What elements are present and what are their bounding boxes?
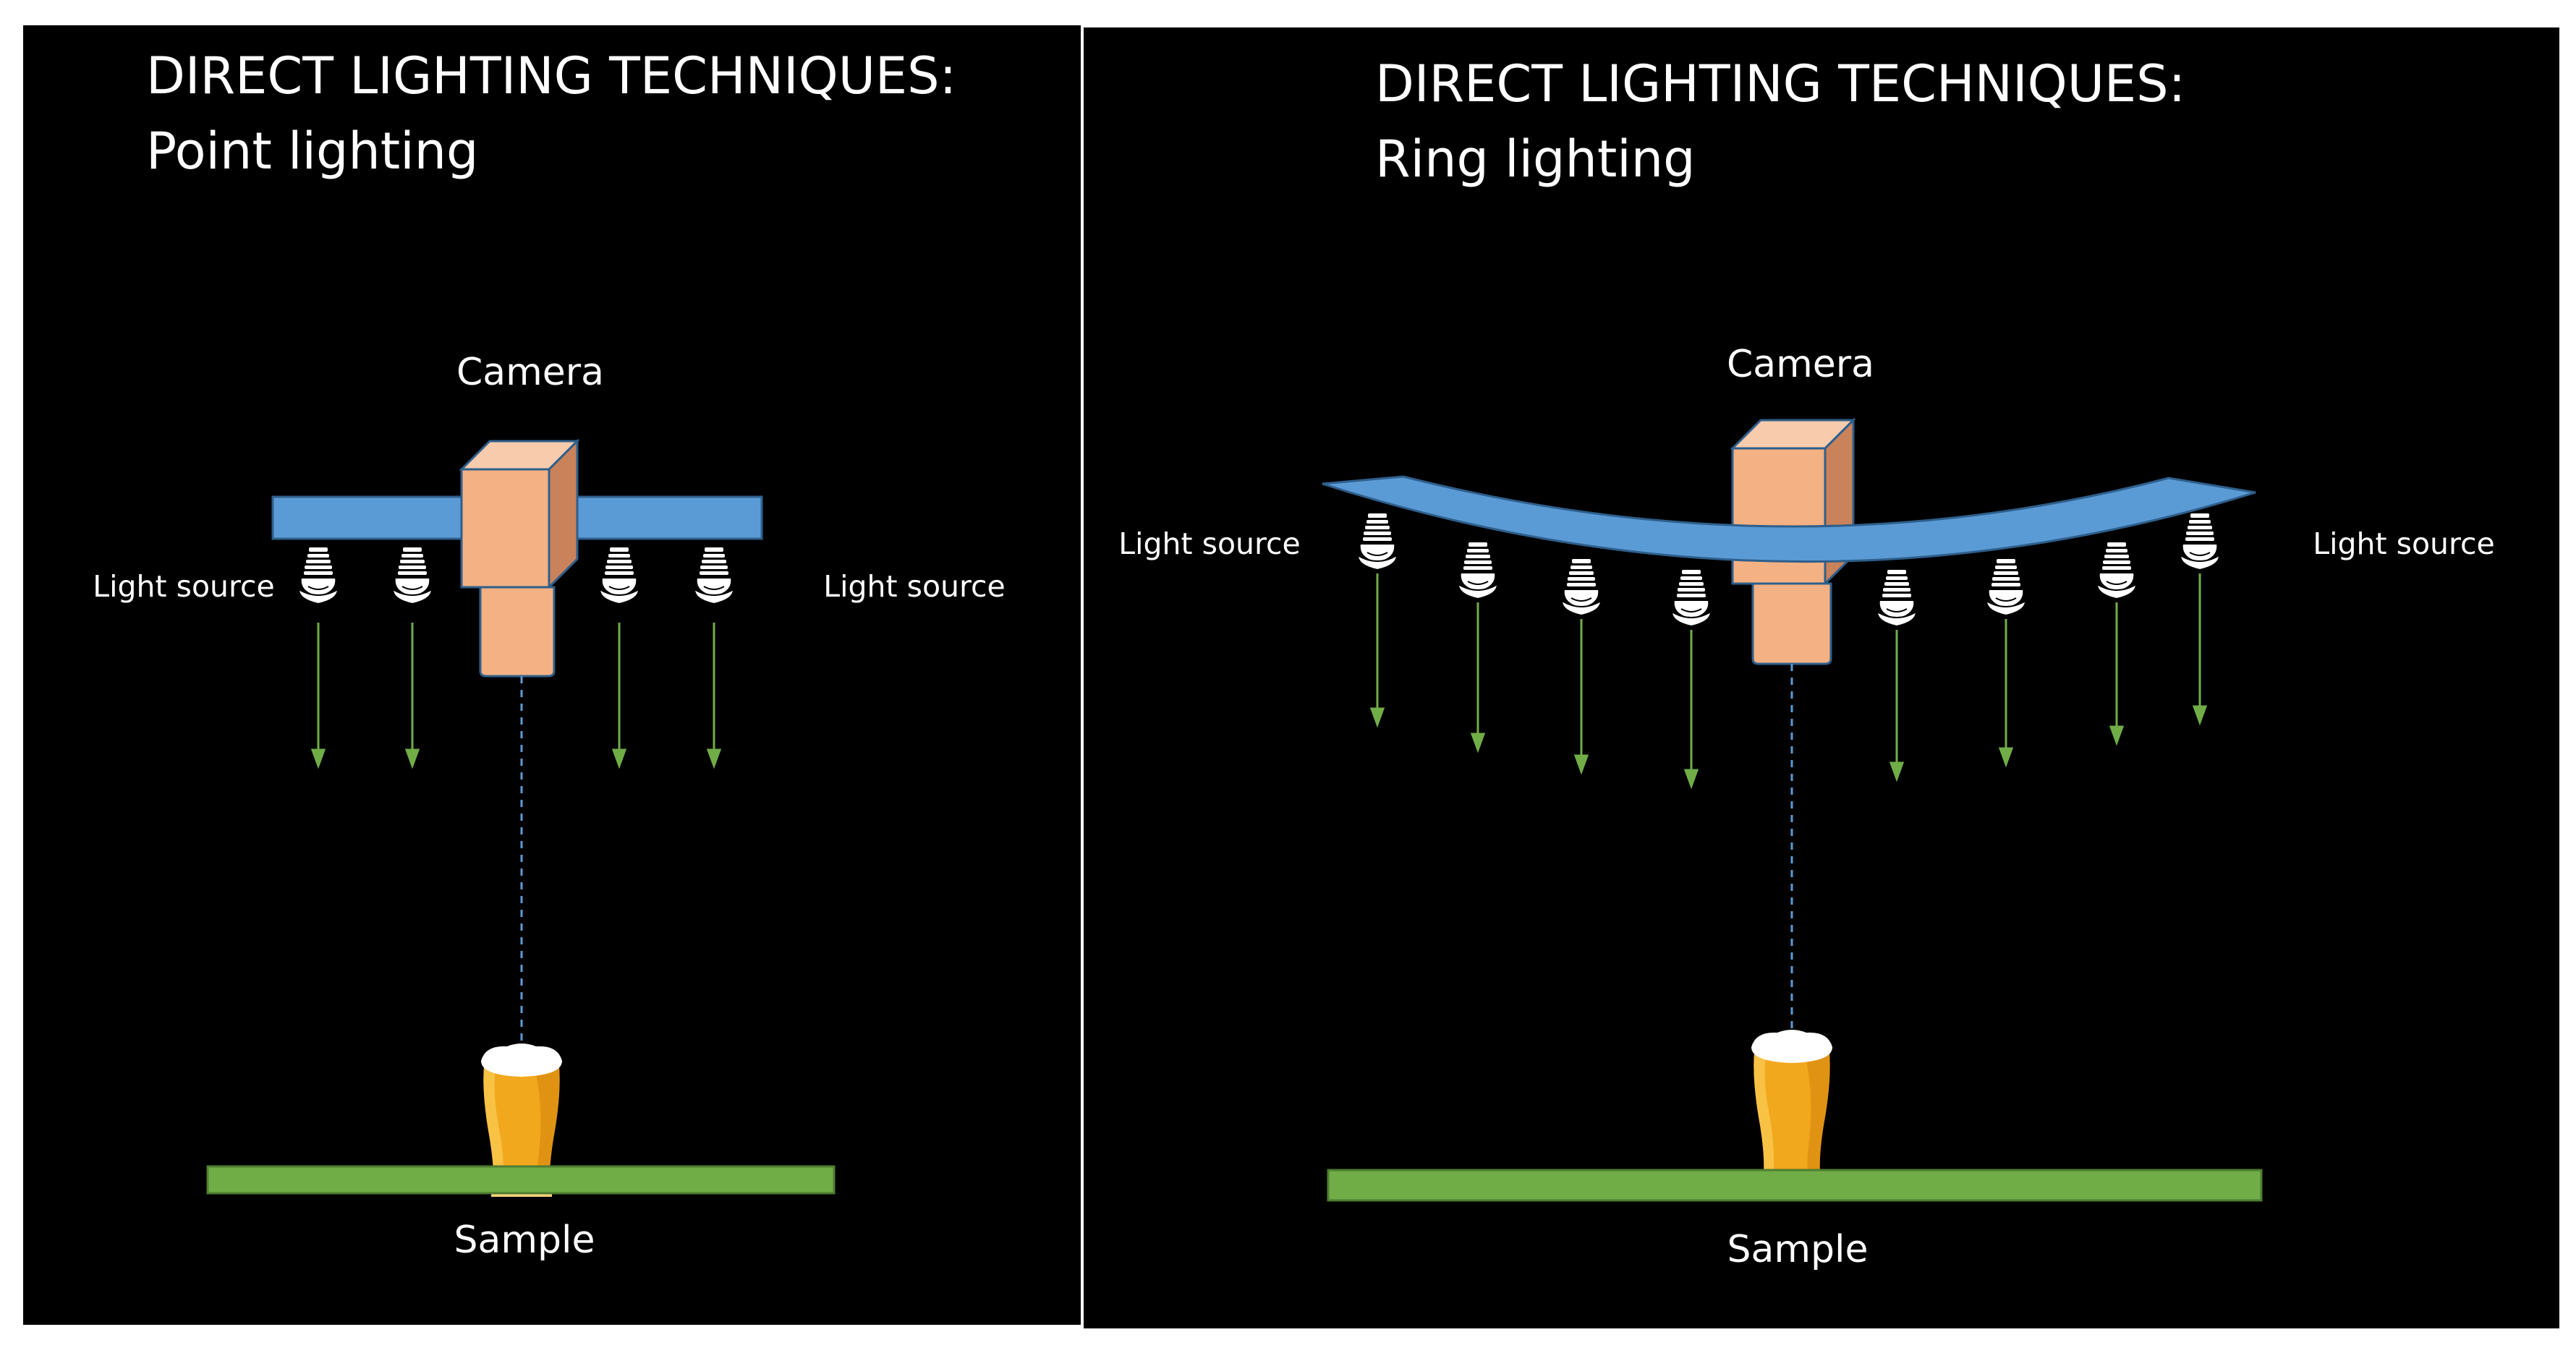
arrow-head (1889, 761, 1905, 782)
light-rays (310, 623, 722, 769)
arrow-head (1470, 733, 1486, 754)
title-line-1: DIRECT LIGHTING TECHNIQUES: (146, 46, 957, 106)
light-source-label-left: Light source (93, 569, 275, 604)
light-source-label-right: Light source (823, 569, 1006, 604)
sample-label: Sample (1727, 1228, 1869, 1271)
light-rays (1369, 573, 2208, 790)
light-bulb-icon (1458, 542, 1498, 599)
arrow-head (404, 748, 420, 769)
light-bulb-icon (694, 547, 734, 605)
light-bulb-icon (1561, 558, 1602, 616)
title-line-2: Point lighting (146, 121, 479, 181)
arrow-head (2192, 705, 2208, 726)
ring-lighting-diagram (1322, 417, 2263, 1202)
light-bulb-icon (1357, 513, 1398, 571)
arrow-head (1998, 747, 2014, 768)
arrow-head (1369, 707, 1385, 728)
arrow-head (1683, 769, 1699, 790)
light-bulb-icon (1876, 569, 1917, 627)
sample-base (206, 1165, 836, 1195)
arrow-head (2109, 725, 2125, 746)
light-bulb-icon (2180, 513, 2220, 571)
title-line-1: DIRECT LIGHTING TECHNIQUES: (1375, 54, 2186, 114)
sample-label: Sample (454, 1218, 595, 1262)
light-bulb-icon (392, 547, 433, 605)
arrow-head (611, 748, 627, 769)
beer-glass-icon (1751, 1030, 1832, 1183)
ring-light-bar (1322, 475, 2256, 563)
light-source-label-left: Light source (1118, 526, 1301, 561)
light-bulb-icon (298, 547, 339, 605)
point-lighting-panel: DIRECT LIGHTING TECHNIQUES: Point lighti… (23, 25, 1081, 1325)
camera-label: Camera (1726, 343, 1875, 386)
point-lighting-title: DIRECT LIGHTING TECHNIQUES: Point lighti… (146, 38, 956, 189)
light-bulb-icon (1986, 558, 2026, 616)
light-bulb-icon (2096, 542, 2137, 599)
arrow-head (706, 748, 722, 769)
point-lighting-diagram (206, 438, 836, 1197)
light-bulb-icon (1671, 569, 1712, 627)
light-source-label-right: Light source (2313, 526, 2495, 561)
camera-icon (459, 438, 580, 678)
title-line-2: Ring lighting (1375, 129, 1696, 189)
light-bulb-icon (599, 547, 639, 605)
sample-base (1327, 1169, 2263, 1202)
camera-label: Camera (456, 351, 605, 394)
arrow-head (310, 748, 326, 769)
arrow-head (1573, 754, 1589, 775)
ring-lighting-title: DIRECT LIGHTING TECHNIQUES: Ring lightin… (1375, 46, 2185, 197)
ring-lighting-panel: DIRECT LIGHTING TECHNIQUES: Ring lightin… (1084, 27, 2559, 1328)
